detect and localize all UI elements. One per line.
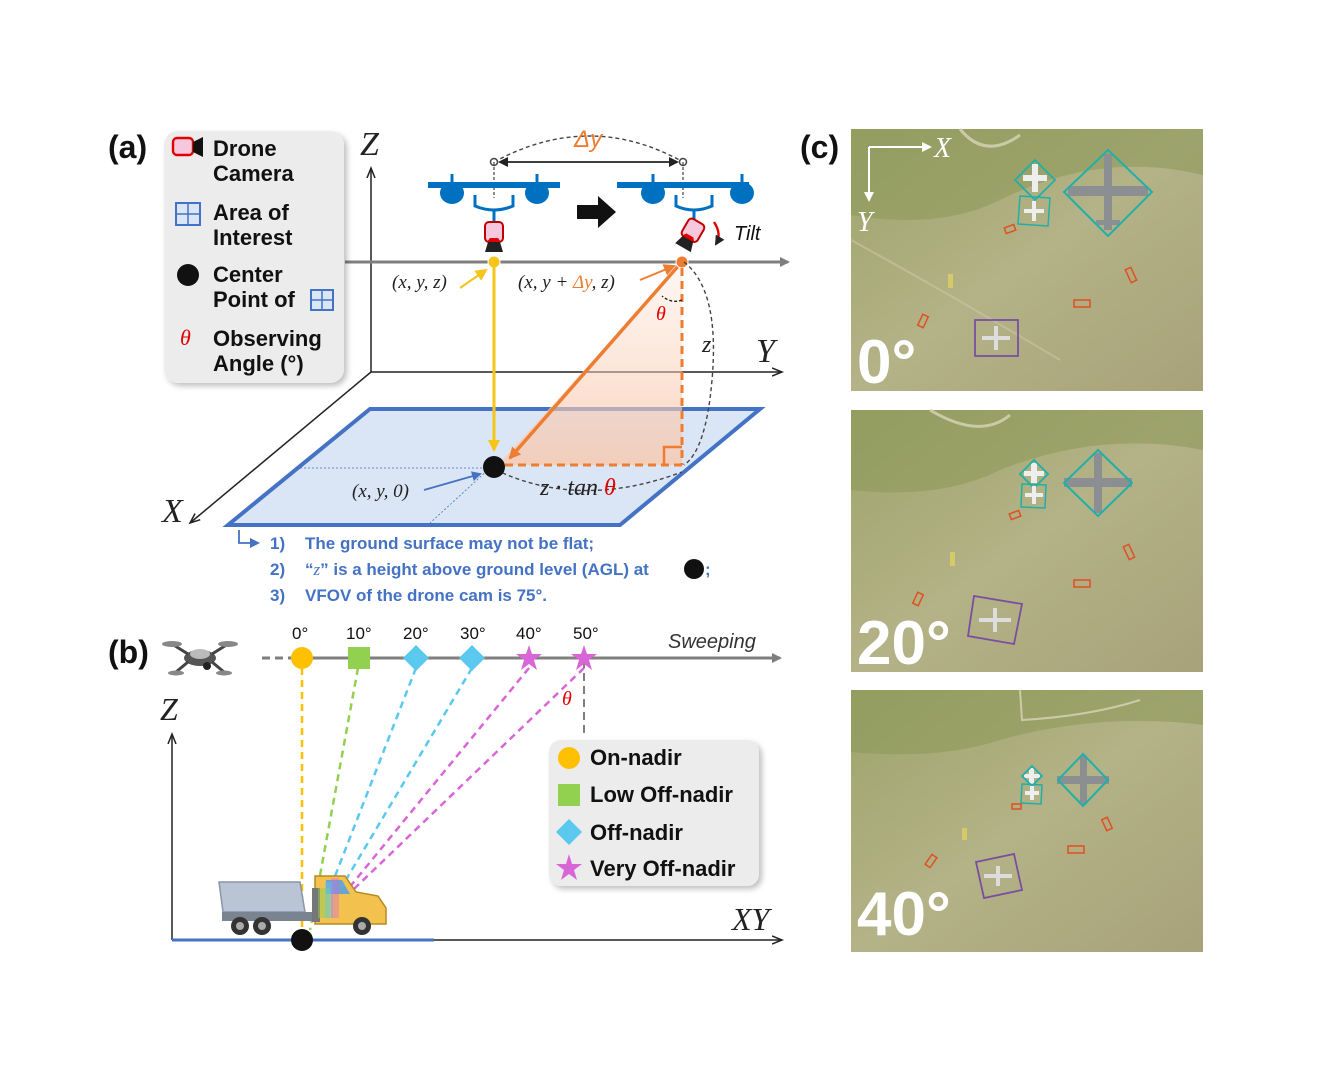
oblique-ray [508,262,682,460]
dump-truck-icon [218,875,387,935]
axis-xy-label-b: XY [730,901,773,937]
delta-y-label: Δy [573,126,604,153]
axes-3d [190,168,782,523]
panel-b-tag: (b) [108,634,149,670]
drone-photo-icon [162,641,238,676]
center-point-icon [177,264,199,286]
marker-40-star [516,645,542,670]
aerial-image-40-label: 40° [857,880,951,949]
drone-camera-icon [171,136,203,157]
sweeping-label: Sweeping [668,631,756,653]
z-height-label: z [701,332,712,358]
angle-label-0: 0° [292,624,308,643]
center-point-b [291,929,313,951]
axis-x-label: X [160,493,184,530]
area-of-interest-icon [175,202,201,226]
observing-angle-icon: θ [180,325,191,350]
legend-off-nadir-icon [556,819,582,845]
aerial-axis-y-label: Y [857,207,876,238]
marker-10-square [348,647,370,669]
axis-z-label-b: Z [160,691,179,727]
angle-label-10: 10° [346,624,372,643]
aerial-image-40: 40° [851,689,1203,952]
angle-label-30: 30° [460,624,486,643]
marker-50-star [571,645,597,670]
legend-drone-line1: Drone [213,136,277,161]
panel-c-tag: (c) [800,129,839,165]
legend-off-nadir-label: Off-nadir [590,820,683,845]
legend-very-off-nadir-icon [556,854,582,880]
drone-left-icon [428,162,560,252]
legend-drone-line2: Camera [213,161,294,186]
aerial-image-0: X Y 0° [850,128,1203,397]
note-3-text: VFOV of the drone cam is 75°. [305,586,547,605]
legend-on-nadir-icon [558,747,580,769]
aerial-image-0-label: 0° [857,328,916,397]
legend-area-line1: Area of [213,200,289,225]
note-1-num: 1) [270,534,285,553]
ground-distance-label: z · tan θ [539,475,616,501]
angle-label-20: 20° [403,624,429,643]
legend-low-off-nadir-icon [558,784,580,806]
legend-angle-line1: Observing [213,326,322,351]
marker-20-diamond [403,645,429,671]
tilt-arrow-icon [712,221,725,246]
note-1-text: The ground surface may not be flat; [305,534,594,553]
coord-drone-right: (x, y + Δy, z) [518,272,615,293]
marker-0-circle [291,647,313,669]
axis-y-label: Y [756,333,778,370]
legend-angle-line2: Angle (°) [213,351,304,376]
aerial-image-20: 20° [851,408,1203,678]
legend-a: Drone Camera Area of Interest Center Poi… [164,131,344,383]
panel-a-tag: (a) [108,129,147,165]
movement-arrow-icon [577,196,616,228]
legend-on-nadir-label: On-nadir [590,745,682,770]
theta-label-b: θ [562,688,572,710]
note-2-num: 2) [270,560,285,579]
marker-30-diamond [459,645,485,671]
axis-z-label: Z [360,126,380,163]
theta-label-a: θ [656,303,666,325]
drone-right-icon [617,162,754,253]
note-2-text: “z” is a height above ground level (AGL)… [305,560,649,579]
note-center-point-icon [684,559,704,579]
legend-low-off-nadir-label: Low Off-nadir [590,782,733,807]
coord-drone-left: (x, y, z) [392,272,447,293]
notes: 1) The ground surface may not be flat; 2… [238,530,711,605]
legend-very-off-nadir-label: Very Off-nadir [590,856,736,881]
center-point [483,456,505,478]
legend-b: On-nadir Low Off-nadir Off-nadir Very Of… [549,740,759,886]
tilt-label: Tilt [734,223,762,245]
note-2-end: ; [705,560,711,579]
legend-center-line2: Point of [213,287,296,312]
aerial-image-20-label: 20° [857,609,951,678]
note-3-num: 3) [270,586,285,605]
area-of-interest-mini-icon [310,289,334,311]
legend-area-line2: Interest [213,225,293,250]
angle-label-50: 50° [573,624,599,643]
legend-center-line1: Center [213,262,283,287]
aerial-axis-x-label: X [933,133,952,164]
angle-label-40: 40° [516,624,542,643]
coord-ground: (x, y, 0) [352,481,409,502]
